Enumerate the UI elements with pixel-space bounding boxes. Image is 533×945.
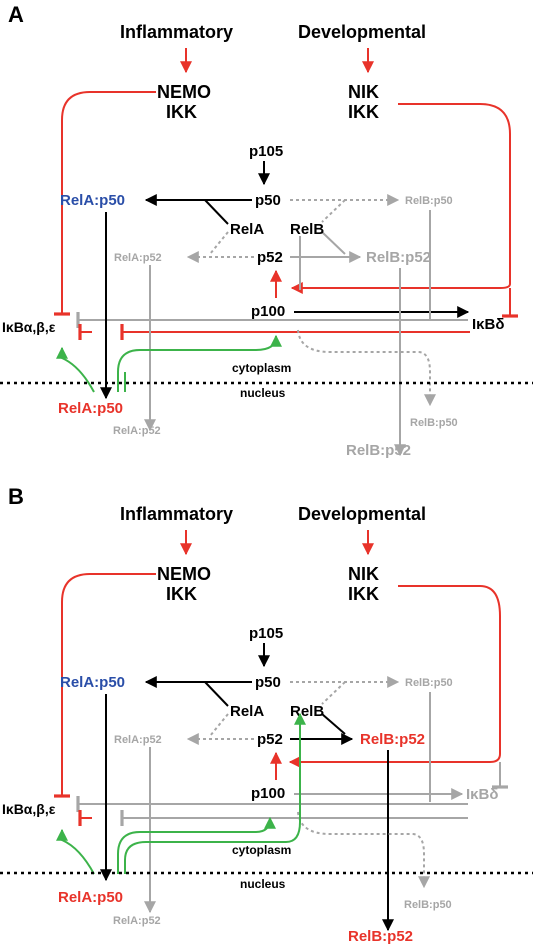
rela-induces-p100-green (117, 816, 276, 874)
rela-p52-join-line (209, 231, 229, 255)
relb-label: RelB (290, 703, 324, 720)
nik-ikk-label: IKK (348, 102, 379, 122)
developmental-label: Developmental (298, 504, 426, 524)
relb-p52-cytoplasm: RelB:p52 (366, 249, 431, 266)
inflammatory-label: Inflammatory (120, 22, 233, 42)
ikba-label: IκBα,β,ε (2, 319, 56, 335)
rela-induces-ikba-green (56, 346, 95, 393)
rela-p50-nucleus: RelA:p50 (58, 400, 123, 417)
inflammatory-label: Inflammatory (120, 504, 233, 524)
p105-label: p105 (249, 143, 283, 160)
rela-induces-ikba-green (56, 828, 95, 875)
nemo-ikk-label: IKK (166, 102, 197, 122)
ikbd-label: IκBδ (466, 786, 498, 803)
developmental-label: Developmental (298, 22, 426, 42)
rela-p52-nucleus: RelA:p52 (113, 425, 161, 437)
ikba-label: IκBα,β,ε (2, 801, 56, 817)
nik-label: NIK (348, 564, 379, 584)
nik-to-p100-processing-line (290, 103, 511, 294)
relbp50-dotted-translocation (297, 811, 430, 889)
nemo-label: NEMO (157, 564, 211, 584)
p52-label: p52 (257, 731, 283, 748)
panel-b: B Inflammatory Developmental NEMO IKK NI… (0, 484, 533, 945)
relb-p50-join-line (321, 199, 346, 223)
p50-label: p50 (255, 192, 281, 209)
nucleus-label: nucleus (240, 386, 286, 400)
relb-p50-join-line (321, 681, 346, 705)
relb-p50-cytoplasm: RelB:p50 (405, 195, 453, 207)
cytoplasm-label: cytoplasm (232, 843, 291, 857)
p52-label: p52 (257, 249, 283, 266)
ikbd-label: IκBδ (472, 316, 504, 333)
rela-p50-cytoplasm: RelA:p50 (60, 192, 125, 209)
nik-to-p100-processing-line (288, 585, 501, 768)
relb-label: RelB (290, 221, 324, 238)
panel-a: A Inflammatory Developmental NEMO IKK NI… (0, 2, 533, 459)
rela-join-line (204, 681, 229, 707)
rela-induces-p100-green (117, 334, 282, 392)
relbp50-dotted-translocation (297, 329, 436, 407)
p105-label: p105 (249, 625, 283, 642)
relb-p52-join-line (321, 231, 346, 255)
rela-label: RelA (230, 703, 264, 720)
cytoplasm-label: cytoplasm (232, 361, 291, 375)
nemo-inhibits-ikba-line (54, 91, 156, 316)
nik-label: NIK (348, 82, 379, 102)
rela-p50-cytoplasm: RelA:p50 (60, 674, 125, 691)
nemo-ikk-label: IKK (166, 584, 197, 604)
nik-ikk-label: IKK (348, 584, 379, 604)
relb-p52-nucleus: RelB:p52 (348, 928, 413, 945)
rela-p52-cytoplasm: RelA:p52 (114, 734, 162, 746)
p100-label: p100 (251, 303, 285, 320)
rela-p50-nucleus: RelA:p50 (58, 889, 123, 906)
relb-p50-nucleus: RelB:p50 (404, 899, 452, 911)
relb-p52-join-line (321, 713, 346, 735)
rela-induces-relb-green (124, 712, 306, 874)
p100-label: p100 (251, 785, 285, 802)
rela-p52-join-line (209, 713, 229, 737)
panel-a-label: A (8, 2, 24, 27)
rela-join-line (204, 199, 229, 225)
rela-label: RelA (230, 221, 264, 238)
nucleus-label: nucleus (240, 877, 286, 891)
relb-p52-cytoplasm: RelB:p52 (360, 731, 425, 748)
relb-p50-nucleus: RelB:p50 (410, 417, 458, 429)
relb-p50-cytoplasm: RelB:p50 (405, 677, 453, 689)
panel-b-label: B (8, 484, 24, 509)
nemo-label: NEMO (157, 82, 211, 102)
p50-label: p50 (255, 674, 281, 691)
relb-p52-nucleus: RelB:p52 (346, 442, 411, 459)
nemo-inhibits-ikba-line (54, 573, 156, 798)
rela-p52-cytoplasm: RelA:p52 (114, 252, 162, 264)
rela-p52-nucleus: RelA:p52 (113, 915, 161, 927)
